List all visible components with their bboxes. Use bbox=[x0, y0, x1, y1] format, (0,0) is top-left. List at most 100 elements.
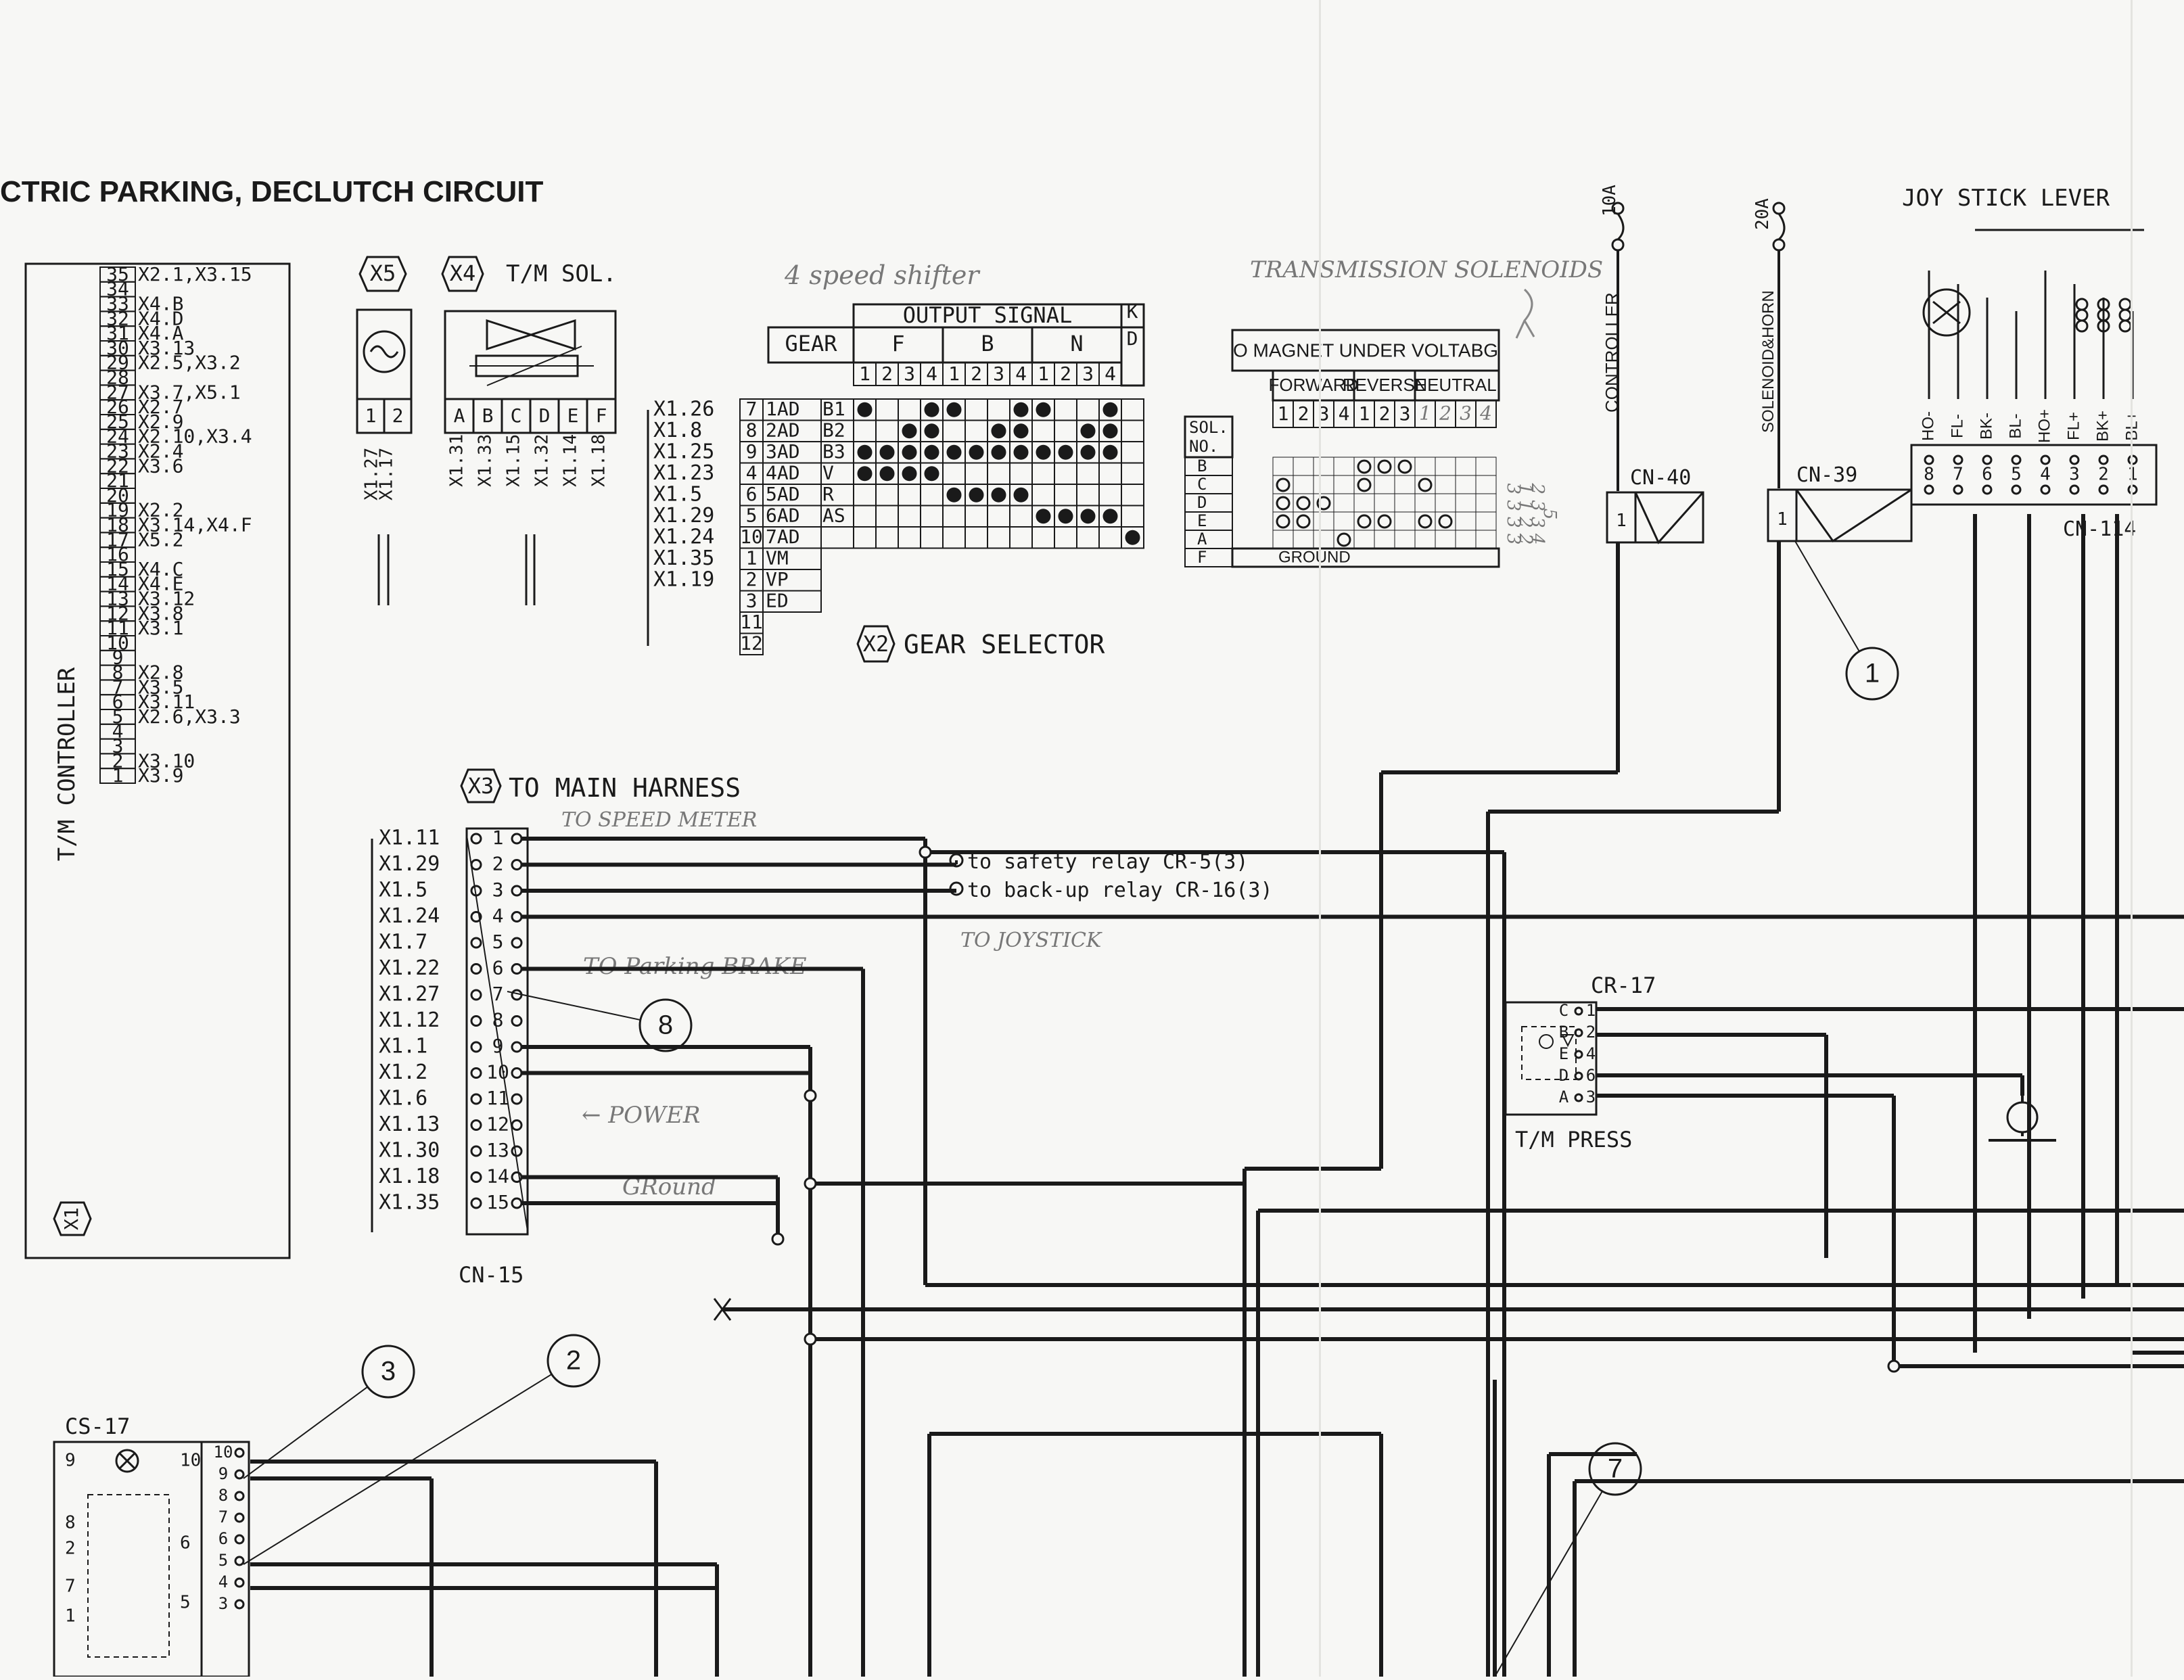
gear-matrix-cell bbox=[942, 462, 966, 485]
x5-ref: X5 bbox=[370, 260, 396, 286]
gear-active-dot bbox=[1013, 444, 1029, 460]
solenoid-grid-cell bbox=[1293, 475, 1314, 494]
controller-pin-number: 8 bbox=[112, 661, 124, 684]
callout-circle bbox=[1845, 647, 1899, 701]
x2-pin-number: 9 bbox=[746, 440, 758, 463]
cs17-pin-socket bbox=[234, 1512, 245, 1523]
gear-active-dot bbox=[969, 444, 984, 460]
parking-brake-note: TO Parking BRAKE bbox=[583, 953, 807, 980]
cr17-pin-number: 4 bbox=[1586, 1044, 1596, 1063]
controller-pin-signal: X4.C bbox=[138, 558, 183, 580]
x2-pin-number: 6 bbox=[746, 483, 758, 505]
callout-number: 1 bbox=[1865, 659, 1880, 689]
x5-pin-label: 2 bbox=[392, 404, 404, 427]
x3-pin-number: 5 bbox=[492, 931, 504, 953]
wire-junction bbox=[804, 1332, 817, 1346]
gear-matrix-cell bbox=[987, 526, 1010, 549]
gear-active-dot bbox=[924, 444, 939, 460]
x3-wire-tag: X1.29 bbox=[379, 852, 440, 876]
solenoid-magnet-mark bbox=[1296, 496, 1311, 511]
solenoid-grid-cell bbox=[1394, 493, 1416, 513]
solenoid-number: 4 bbox=[1479, 402, 1492, 425]
gear-matrix-cell bbox=[1031, 462, 1055, 485]
gear-matrix-cell bbox=[898, 526, 921, 549]
fuse-10a-label: 10A bbox=[1600, 185, 1620, 216]
joystick-label: JOY STICK LEVER bbox=[1902, 185, 2110, 212]
speed-number: 1 bbox=[859, 363, 870, 385]
gear-matrix-cell bbox=[1009, 505, 1033, 528]
speed-meter-note: TO SPEED METER bbox=[561, 808, 757, 832]
joystick-pin-label: FL- bbox=[1948, 414, 1966, 438]
gear-active-dot bbox=[991, 444, 1006, 460]
x2-wire-tag: X1.26 bbox=[653, 397, 714, 421]
x3-pin-socket bbox=[470, 859, 482, 870]
x3-pin-socket bbox=[511, 937, 523, 949]
solenoid-grid-cell bbox=[1475, 530, 1497, 549]
gear-matrix-cell bbox=[1121, 526, 1144, 549]
gear-active-dot bbox=[1102, 423, 1118, 439]
cs17-pin-socket bbox=[234, 1556, 245, 1566]
solenoid-magnet-mark bbox=[1438, 514, 1453, 529]
gear-matrix-cell bbox=[853, 419, 877, 442]
controller-pin-signal: X3.6 bbox=[138, 454, 183, 477]
x3-wire-tag: X1.27 bbox=[379, 983, 440, 1006]
solenoid-grid-cell bbox=[1455, 457, 1477, 476]
solenoid-number: 3 bbox=[1399, 402, 1411, 425]
cr17-pin-socket bbox=[1574, 1071, 1583, 1081]
x3-pin-number: 7 bbox=[492, 983, 504, 1005]
x3-pin-number: 6 bbox=[492, 957, 504, 979]
controller-pin-signal: X3.1 bbox=[138, 617, 183, 639]
x3-pin-socket bbox=[511, 1093, 523, 1105]
cs17-terminal-left: 1 bbox=[65, 1606, 76, 1627]
joystick-pin-socket bbox=[2011, 454, 2022, 465]
speed-number: 4 bbox=[1105, 363, 1116, 385]
x3-pin-socket bbox=[470, 1067, 482, 1079]
wire-cut-mark bbox=[713, 1298, 732, 1321]
gear-active-dot bbox=[1036, 402, 1051, 417]
solenoid-number: 1 bbox=[1359, 402, 1370, 425]
gear-matrix-cell bbox=[920, 526, 944, 549]
gear-matrix-cell bbox=[1054, 419, 1077, 442]
solenoid-group-label: REVERSE bbox=[1343, 375, 1426, 395]
solenoid-number: 2 bbox=[1298, 402, 1309, 425]
cs17-pin-number: 4 bbox=[218, 1572, 228, 1591]
cs17-pin-socket bbox=[234, 1599, 245, 1610]
speed-number: 3 bbox=[993, 363, 1004, 385]
x3-pin-socket bbox=[511, 1119, 523, 1131]
solenoid-grid-cell bbox=[1313, 530, 1334, 549]
joystick-pin-number: 6 bbox=[1982, 465, 1993, 485]
x3-connector-body bbox=[465, 827, 529, 1236]
solenoid-grid-cell bbox=[1455, 530, 1477, 549]
x3-pin-socket bbox=[470, 1197, 482, 1209]
solenoid-grid-cell bbox=[1475, 493, 1497, 513]
speed-number: 2 bbox=[881, 363, 893, 385]
x2-signal-name: 6AD bbox=[766, 504, 800, 526]
controller-pin-signal: X2.8 bbox=[138, 661, 183, 684]
cr17-pin-socket bbox=[1574, 1050, 1583, 1059]
cs17-terminal-left: 9 bbox=[65, 1451, 76, 1471]
x2-wire-tag: X1.8 bbox=[653, 419, 702, 442]
joystick-pin-socket bbox=[1982, 484, 1993, 495]
x4-wire-tag: X1.31 bbox=[447, 434, 467, 487]
solenoid-grid-cell bbox=[1293, 530, 1314, 549]
controller-pin-signal: X3.7,X5.1 bbox=[138, 381, 241, 403]
gear-matrix-cell bbox=[1121, 462, 1144, 485]
solenoid-row-cell bbox=[1184, 511, 1233, 531]
callout-number: 8 bbox=[658, 1010, 673, 1040]
x3-pin-socket bbox=[470, 937, 482, 949]
gear-active-dot bbox=[902, 423, 917, 439]
gear-active-dot bbox=[902, 444, 917, 460]
controller-pin-number: 6 bbox=[112, 691, 124, 713]
x4-pin-label: F bbox=[596, 404, 607, 427]
speed-number: 3 bbox=[904, 363, 915, 385]
solenoid-grid-cell bbox=[1394, 511, 1416, 531]
gear-active-dot bbox=[924, 423, 939, 439]
gear-matrix-cell bbox=[1009, 526, 1033, 549]
joystick-pin-socket bbox=[2069, 454, 2080, 465]
controller-pin-signal: X4.B bbox=[138, 293, 183, 315]
solenoid-magnet-mark bbox=[1276, 496, 1291, 511]
cr17-pin-number: 3 bbox=[1586, 1088, 1596, 1106]
solenoid-name: A bbox=[1197, 530, 1207, 549]
x2-signal-code: B3 bbox=[822, 440, 845, 463]
